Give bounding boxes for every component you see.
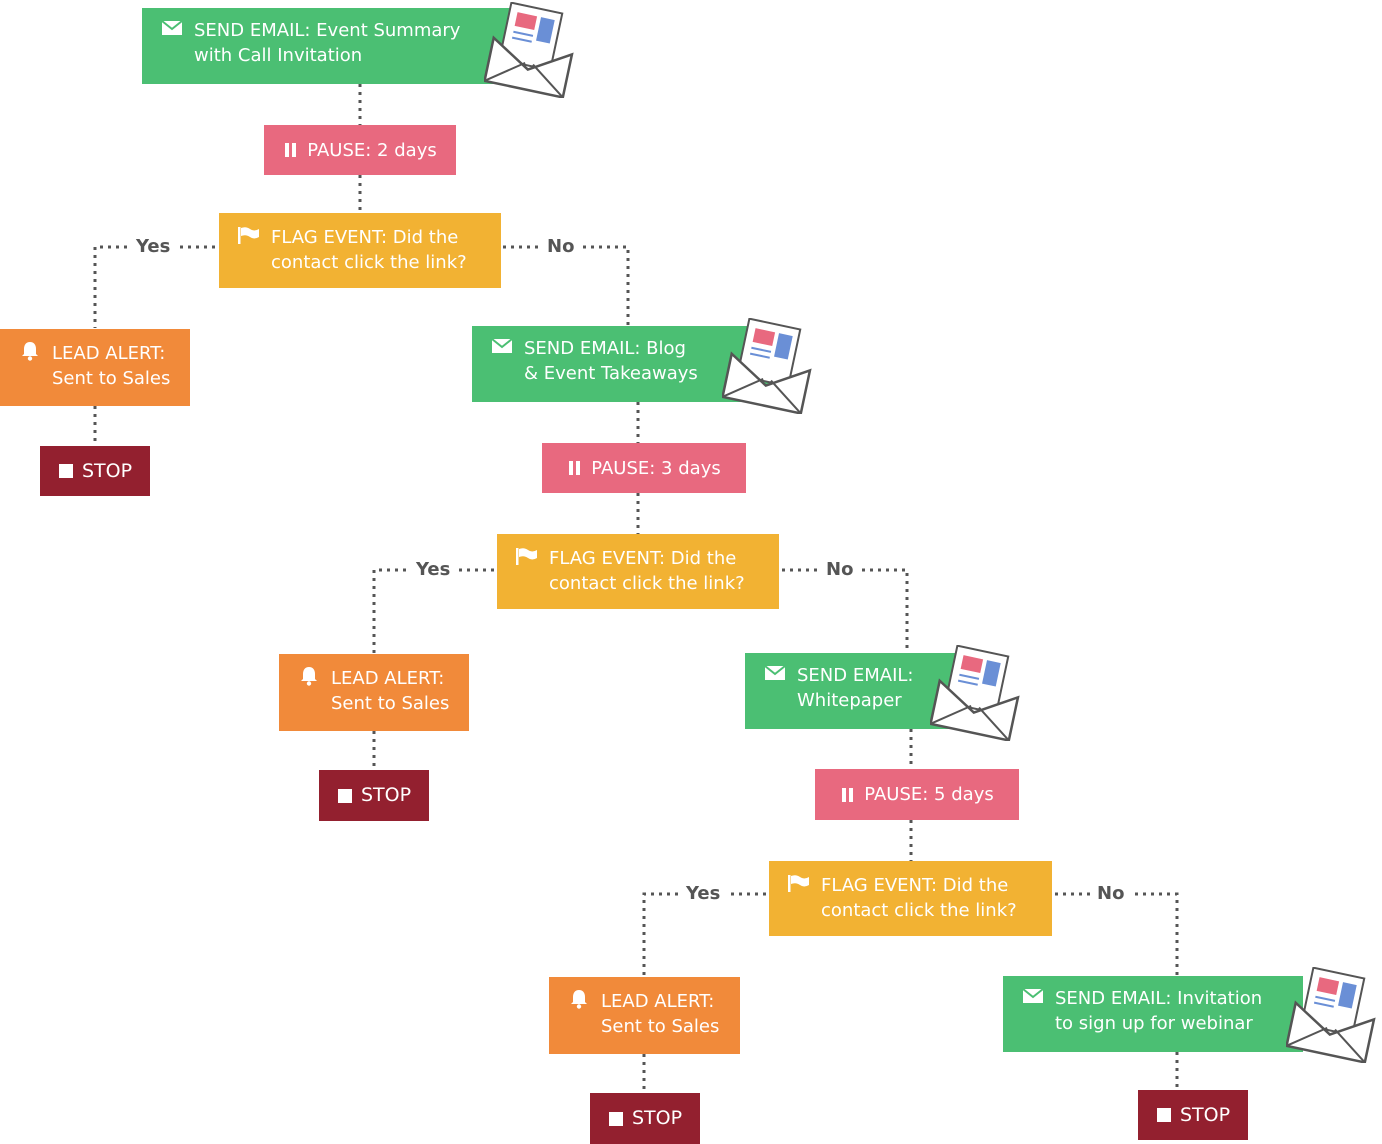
envelope-icon xyxy=(763,663,787,683)
stop-node[interactable]: STOP xyxy=(1138,1090,1248,1140)
envelope-icon xyxy=(490,336,514,356)
branch-label-yes: Yes xyxy=(410,559,457,581)
envelope-illustration-icon xyxy=(722,318,812,414)
pause-icon xyxy=(840,785,856,805)
flag-event-node[interactable]: FLAG EVENT: Did the contact click the lin… xyxy=(769,861,1052,936)
branch-label-yes: Yes xyxy=(130,236,177,258)
node-subtitle: contact click the link? xyxy=(271,252,467,273)
branch-label-no: No xyxy=(1091,883,1131,905)
connector-no xyxy=(503,245,630,326)
node-title: STOP xyxy=(1179,1103,1231,1126)
node-title: SEND EMAIL: Event Summary xyxy=(194,20,461,41)
pause-icon xyxy=(283,140,299,160)
branch-label-no: No xyxy=(820,559,860,581)
node-title: STOP xyxy=(360,784,412,806)
lead-alert-node[interactable]: LEAD ALERT: Sent to Sales xyxy=(279,654,469,731)
envelope-illustration-icon xyxy=(484,2,574,98)
stop-icon xyxy=(58,461,74,481)
flag-event-node[interactable]: FLAG EVENT: Did the contact click the lin… xyxy=(219,213,501,288)
node-subtitle: Whitepaper xyxy=(797,690,902,711)
bell-icon xyxy=(297,666,321,686)
node-title: PAUSE: 2 days xyxy=(307,139,437,161)
stop-node[interactable]: STOP xyxy=(319,770,429,821)
node-subtitle: to sign up for webinar xyxy=(1055,1013,1253,1034)
node-title: SEND EMAIL: Invitation xyxy=(1055,988,1263,1009)
node-title: LEAD ALERT: xyxy=(601,991,715,1012)
lead-alert-node[interactable]: LEAD ALERT: Sent to Sales xyxy=(0,329,190,406)
node-title: SEND EMAIL: xyxy=(797,665,914,686)
pause-node[interactable]: PAUSE: 2 days xyxy=(264,125,456,175)
stop-icon xyxy=(1156,1105,1172,1125)
node-title: FLAG EVENT: Did the xyxy=(549,548,737,569)
node-title: PAUSE: 3 days xyxy=(591,457,721,479)
node-subtitle: contact click the link? xyxy=(549,573,745,594)
node-subtitle: & Event Takeaways xyxy=(524,363,698,384)
send-email-node[interactable]: SEND EMAIL: Blog & Event Takeaways xyxy=(472,326,772,402)
lead-alert-node[interactable]: LEAD ALERT: Sent to Sales xyxy=(549,977,740,1054)
envelope-icon xyxy=(160,18,184,38)
connector-no xyxy=(1055,892,1179,976)
connector-yes xyxy=(93,245,215,328)
connector-yes xyxy=(642,892,766,977)
node-subtitle: Sent to Sales xyxy=(601,1016,720,1037)
send-email-node[interactable]: SEND EMAIL: Event Summary with Call Invit… xyxy=(142,8,522,84)
connector-no xyxy=(782,568,909,652)
pause-icon xyxy=(567,458,583,478)
node-title: STOP xyxy=(81,459,133,482)
node-title: LEAD ALERT: xyxy=(331,668,445,689)
envelope-illustration-icon xyxy=(1286,967,1376,1063)
pause-node[interactable]: PAUSE: 5 days xyxy=(815,769,1019,820)
stop-icon xyxy=(337,786,353,806)
branch-label-yes: Yes xyxy=(680,883,727,905)
node-title: FLAG EVENT: Did the xyxy=(271,227,459,248)
node-title: PAUSE: 5 days xyxy=(864,784,994,805)
bell-icon xyxy=(18,341,42,361)
node-subtitle: contact click the link? xyxy=(821,900,1017,921)
branch-label-no: No xyxy=(541,236,581,258)
envelope-icon xyxy=(1021,986,1045,1006)
flag-icon xyxy=(787,873,811,893)
node-subtitle: Sent to Sales xyxy=(52,368,171,389)
node-subtitle: with Call Invitation xyxy=(194,45,363,66)
node-title: SEND EMAIL: Blog xyxy=(524,338,686,359)
envelope-illustration-icon xyxy=(930,645,1020,741)
flag-icon xyxy=(515,546,539,566)
stop-node[interactable]: STOP xyxy=(40,446,150,496)
node-subtitle: Sent to Sales xyxy=(331,693,450,714)
connector-yes xyxy=(372,568,494,654)
flag-icon xyxy=(237,225,261,245)
pause-node[interactable]: PAUSE: 3 days xyxy=(542,443,746,493)
flag-event-node[interactable]: FLAG EVENT: Did the contact click the lin… xyxy=(497,534,779,609)
stop-node[interactable]: STOP xyxy=(590,1093,700,1144)
node-title: STOP xyxy=(631,1107,683,1129)
node-title: FLAG EVENT: Did the xyxy=(821,875,1009,896)
stop-icon xyxy=(608,1109,624,1129)
send-email-node[interactable]: SEND EMAIL: Invitation to sign up for web… xyxy=(1003,976,1303,1052)
node-title: LEAD ALERT: xyxy=(52,343,166,364)
bell-icon xyxy=(567,989,591,1009)
